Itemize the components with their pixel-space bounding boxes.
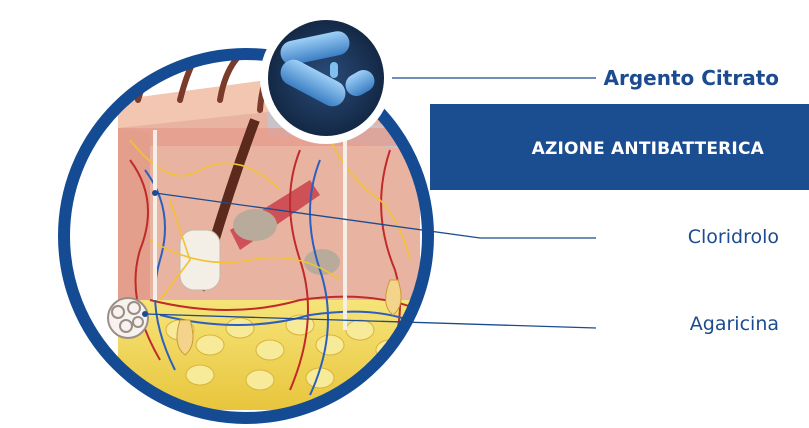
bacterium <box>345 70 375 97</box>
bacterium <box>330 62 338 78</box>
bacteria-inset <box>260 12 392 144</box>
pointer-line-agaricina <box>144 313 597 329</box>
pointer-dot-agaricina <box>142 311 148 317</box>
pointer-dot-cloridrolo <box>152 190 158 196</box>
bacterium <box>280 59 346 107</box>
pointer-lines <box>144 77 597 329</box>
label-argento-citrato: Argento Citrato <box>603 66 779 90</box>
banner-title: AZIONE ANTIBATTERICA <box>531 139 764 159</box>
banner: AZIONE ANTIBATTERICA <box>430 104 809 190</box>
label-agaricina: Agaricina <box>689 313 779 335</box>
pointer-line-cloridrolo <box>154 192 596 239</box>
label-cloridrolo: Cloridrolo <box>687 226 779 248</box>
outer-ring <box>58 48 434 424</box>
bacterium <box>280 31 350 65</box>
